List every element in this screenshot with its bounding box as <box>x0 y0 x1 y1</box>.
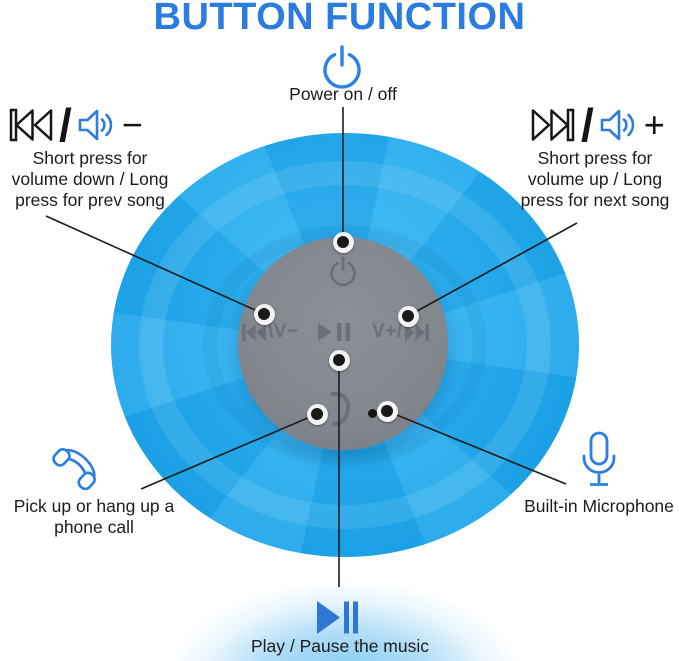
volume-down-label: Short press for volume down / Long press… <box>11 148 169 210</box>
power-label: Power on / off <box>289 84 397 104</box>
panel-marking-volume-up-next: V+/ <box>372 320 429 344</box>
microphone-dot <box>376 400 398 422</box>
panel-phone-glyph <box>331 391 351 426</box>
minus-sign: − <box>121 104 143 145</box>
panel-marking-right-text: V+/ <box>372 321 403 342</box>
play-button-dot <box>328 349 350 371</box>
play-pause-label: Play / Pause the music <box>251 636 429 656</box>
volume-up-label: Short press for volume up / Long press f… <box>520 148 670 210</box>
power-icon <box>323 45 361 89</box>
microphone-icon <box>582 431 616 486</box>
microphone-label: Built-in Microphone <box>524 496 674 516</box>
previous-track-icon <box>9 108 53 142</box>
phone-button-dot <box>306 403 328 425</box>
page-title: BUTTON FUNCTION <box>153 0 526 38</box>
plus-sign: + <box>643 104 665 145</box>
phone-label: Pick up or hang up a phone call <box>13 496 175 537</box>
speaker-volume-icon <box>78 109 113 141</box>
next-track-glyph <box>404 323 429 341</box>
slash-separator: / <box>581 99 594 151</box>
play-pause-icon <box>317 601 358 634</box>
panel-power-glyph <box>330 256 356 287</box>
microphone-hole <box>368 409 377 418</box>
panel-marking-left-text: \V− <box>268 321 299 342</box>
panel-marking-prev-volume-down: \V− <box>242 320 299 344</box>
volume-up-button-dot <box>397 305 419 327</box>
volume-down-icon-group: / − <box>8 97 143 153</box>
volume-down-button-dot <box>253 303 275 325</box>
next-track-icon <box>531 108 575 142</box>
prev-track-glyph <box>242 323 266 341</box>
control-panel: \V− V+/ <box>238 237 448 450</box>
play-pause-glyph <box>318 323 350 341</box>
phone-icon <box>52 448 96 491</box>
volume-up-icon-group: / + <box>530 97 665 153</box>
speaker-volume-icon <box>600 109 635 141</box>
panel-marking-play-pause <box>318 320 360 344</box>
power-button-dot <box>332 231 354 253</box>
slash-separator: / <box>59 99 72 151</box>
